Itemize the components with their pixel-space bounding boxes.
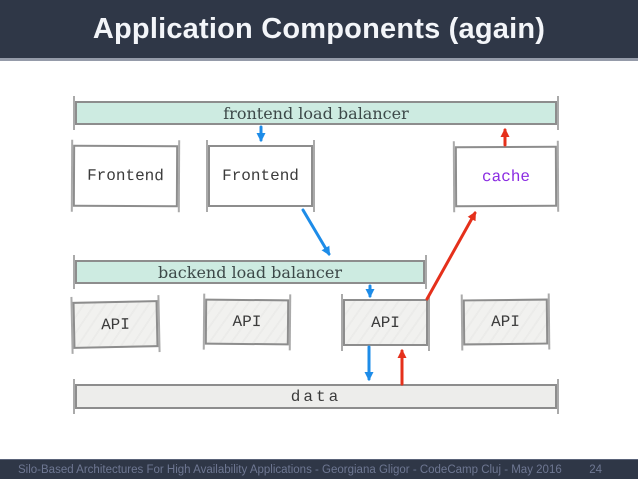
node-label: API <box>371 313 400 332</box>
node-cache: cache <box>454 145 558 208</box>
node-label: Frontend <box>222 167 299 185</box>
slide-title: Application Components (again) <box>92 12 546 45</box>
slide-header: Application Components (again) <box>0 0 638 61</box>
node-label: API <box>491 312 520 332</box>
node-label: frontend load balancer <box>223 103 409 123</box>
footer-page-number: 24 <box>589 463 602 476</box>
arrow-frontend-2-to-backend-lb <box>301 208 331 256</box>
node-label: data <box>290 387 342 406</box>
node-data: data <box>73 379 559 414</box>
node-label: cache <box>481 167 531 186</box>
node-label: API <box>100 315 131 334</box>
node-label: API <box>232 312 262 332</box>
node-frontend-load-balancer: frontend load balancer <box>73 96 559 130</box>
slide-footer: Silo-Based Architectures For High Availa… <box>0 459 638 479</box>
footer-credits: Silo-Based Architectures For High Availa… <box>18 463 562 476</box>
arrow-api-3-to-cache <box>425 211 477 301</box>
node-api-1: API <box>72 300 159 349</box>
node-label: Frontend <box>87 166 164 186</box>
node-frontend-2: Frontend <box>206 140 315 212</box>
node-frontend-1: Frontend <box>72 144 179 208</box>
node-api-3: API <box>341 294 430 351</box>
node-label: backend load balancer <box>158 262 342 282</box>
node-api-4: API <box>462 298 549 346</box>
node-backend-load-balancer: backend load balancer <box>73 255 427 289</box>
node-api-2: API <box>204 298 290 346</box>
